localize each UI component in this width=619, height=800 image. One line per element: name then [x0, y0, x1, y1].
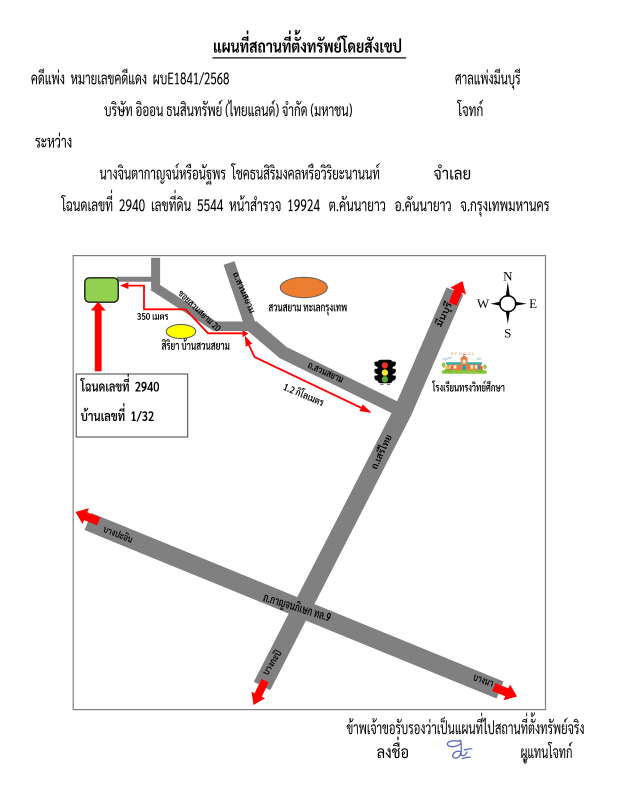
svg-text:S: S [504, 326, 511, 341]
svg-text:SCHOOL: SCHOOL [451, 352, 476, 356]
svg-text:E: E [529, 296, 537, 311]
svg-text:W: W [477, 296, 490, 311]
svg-text:N: N [503, 269, 513, 284]
